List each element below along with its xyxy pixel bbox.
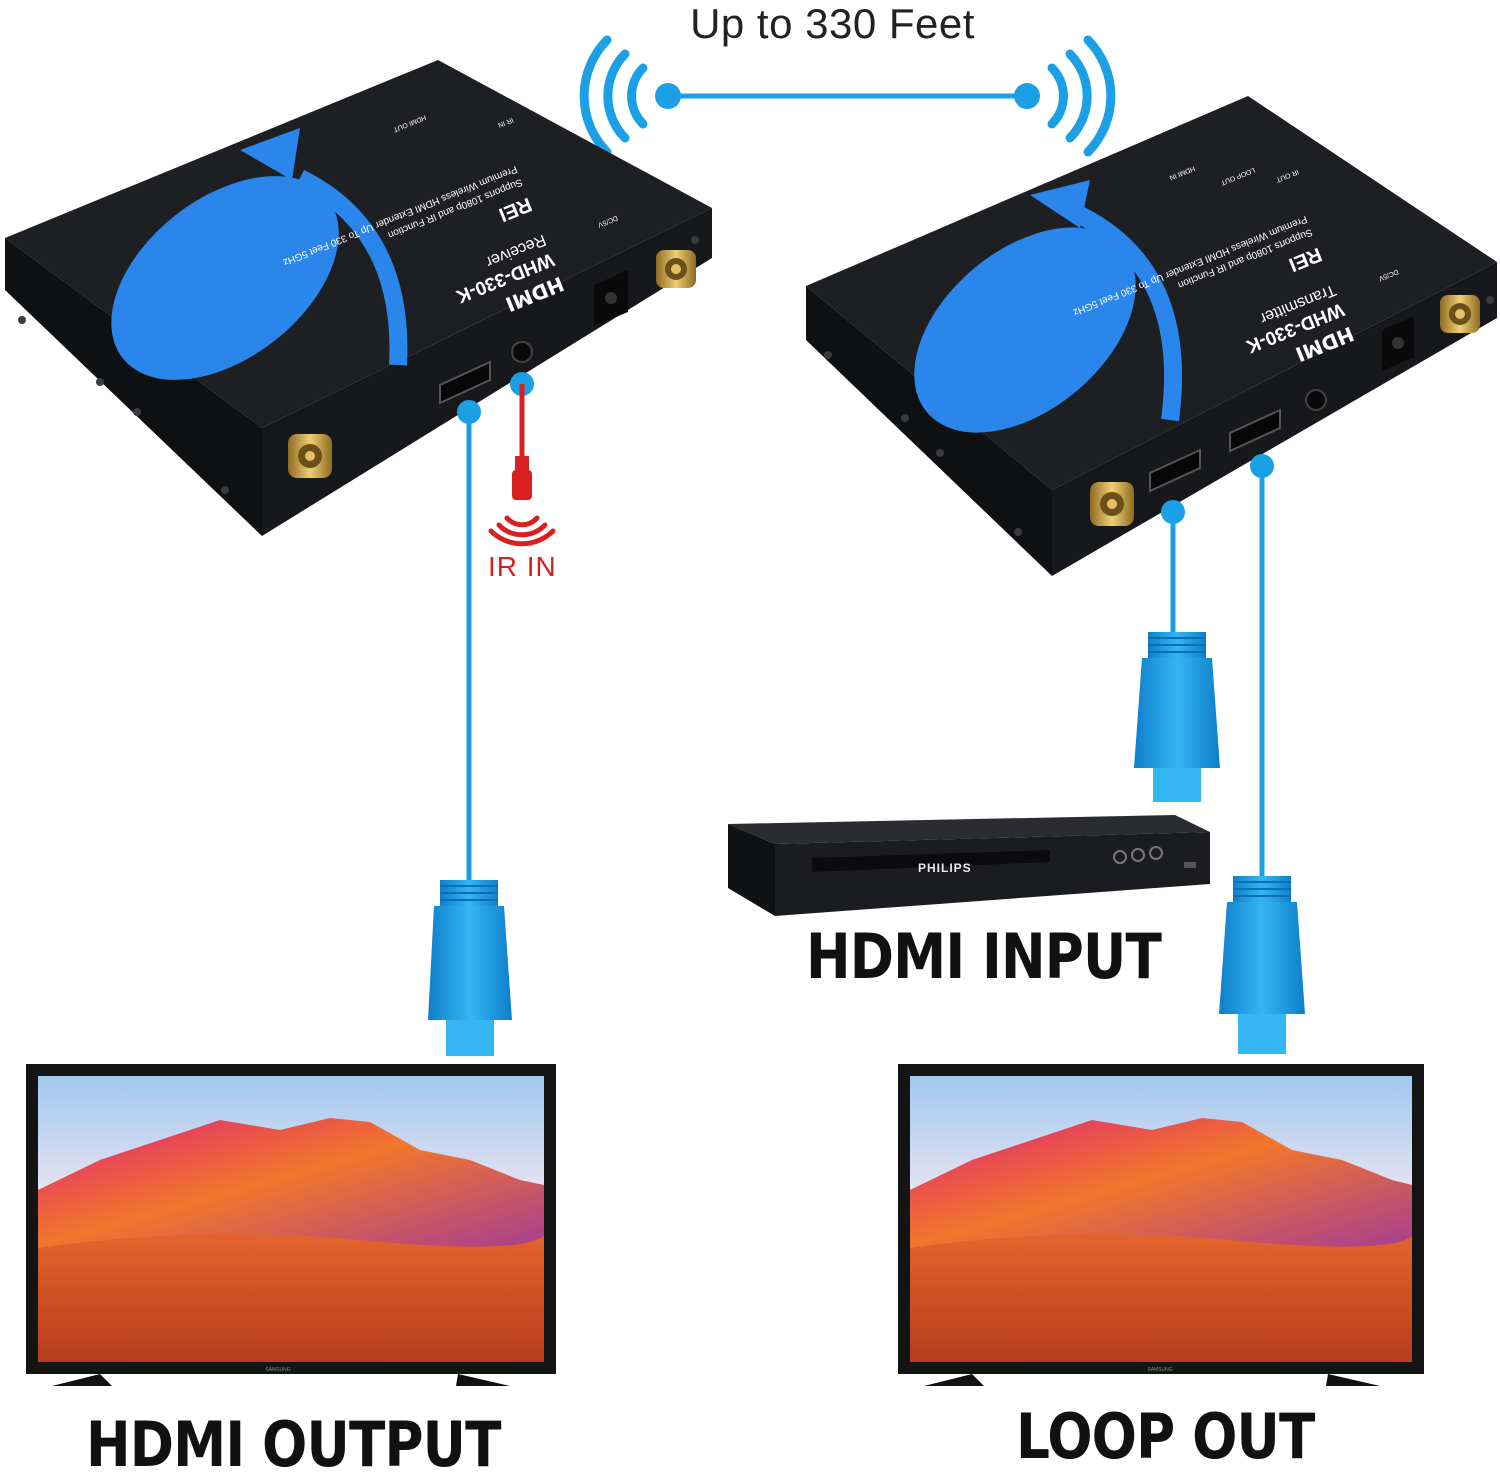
tv-left: SAMSUNG	[26, 1064, 556, 1386]
range-label: Up to 330 Feet	[690, 0, 975, 47]
player-side	[728, 824, 775, 916]
player-disc-tray	[812, 850, 1050, 872]
transmitter-hdmi-in-port	[1149, 448, 1201, 493]
player-top	[728, 815, 1210, 844]
transmitter-arrow-graphic	[1030, 180, 1090, 228]
tv-right-foot	[1326, 1374, 1380, 1386]
tv-right: SAMSUNG	[898, 1064, 1424, 1386]
loop-out-label: LOOP OUT	[1016, 1400, 1315, 1473]
tv-right-ground	[910, 1234, 1412, 1362]
player-brand: PHILIPS	[918, 861, 972, 875]
tv-right-mountain	[910, 1118, 1412, 1260]
transmitter-arc-graphic	[1075, 206, 1183, 422]
tv-left-mountain	[38, 1118, 544, 1260]
tv-left-foot	[456, 1374, 510, 1386]
cable-endpoints	[457, 400, 1274, 524]
receiver-screws	[18, 236, 699, 494]
antenna-icon	[656, 250, 696, 288]
wireless-link	[579, 35, 1116, 157]
hdmi-input-label: HDMI INPUT	[806, 920, 1162, 993]
player-usb-port	[1184, 862, 1196, 868]
player-front	[775, 832, 1210, 916]
receiver-blue-graphic	[111, 176, 339, 380]
ir-plug-icon	[510, 372, 534, 500]
receiver-dc-port	[594, 270, 628, 326]
hdmi-connector-icon	[428, 880, 512, 1056]
antenna-icon	[1090, 482, 1134, 526]
wireless-signal-icon	[1014, 35, 1116, 157]
receiver-hdmi-port	[439, 360, 491, 405]
player-buttons	[1113, 846, 1163, 864]
ir-signal-icon	[488, 515, 556, 547]
receiver-unit: HDMI WHD-330-K Receiver REI Supports 108…	[5, 60, 712, 536]
transmitter-ir-port	[1305, 389, 1327, 411]
receiver-ir-port	[511, 341, 533, 363]
tv-right-foot	[924, 1374, 984, 1386]
receiver-side-face	[5, 238, 262, 536]
hdmi-connector-icon	[1134, 632, 1220, 802]
bluray-player: PHILIPS	[728, 815, 1210, 916]
transmitter-unit: HDMI WHD-330-K Transmitter REI Supports …	[806, 96, 1497, 576]
tv-left-ground	[38, 1234, 544, 1362]
tv-right-brand: SAMSUNG	[1147, 1367, 1172, 1373]
ir-in-label: IR IN	[488, 551, 557, 582]
hdmi-output-label: HDMI OUTPUT	[86, 1408, 501, 1481]
receiver-arc-graphic	[295, 169, 408, 366]
hdmi-connector-icon	[1219, 876, 1305, 1054]
transmitter-dc-port	[1382, 316, 1414, 371]
transmitter-loop-port	[1229, 408, 1281, 453]
cables	[466, 412, 1265, 880]
antenna-icon	[288, 434, 332, 478]
antenna-icon	[1440, 295, 1480, 333]
transmitter-screws	[824, 296, 1494, 536]
tv-left-foot	[52, 1374, 112, 1386]
transmitter-side-face	[806, 286, 1052, 576]
receiver-arrow-graphic	[240, 128, 300, 180]
tv-left-brand: SAMSUNG	[265, 1367, 290, 1373]
wireless-signal-icon	[579, 35, 681, 157]
transmitter-blue-graphic	[914, 227, 1136, 433]
